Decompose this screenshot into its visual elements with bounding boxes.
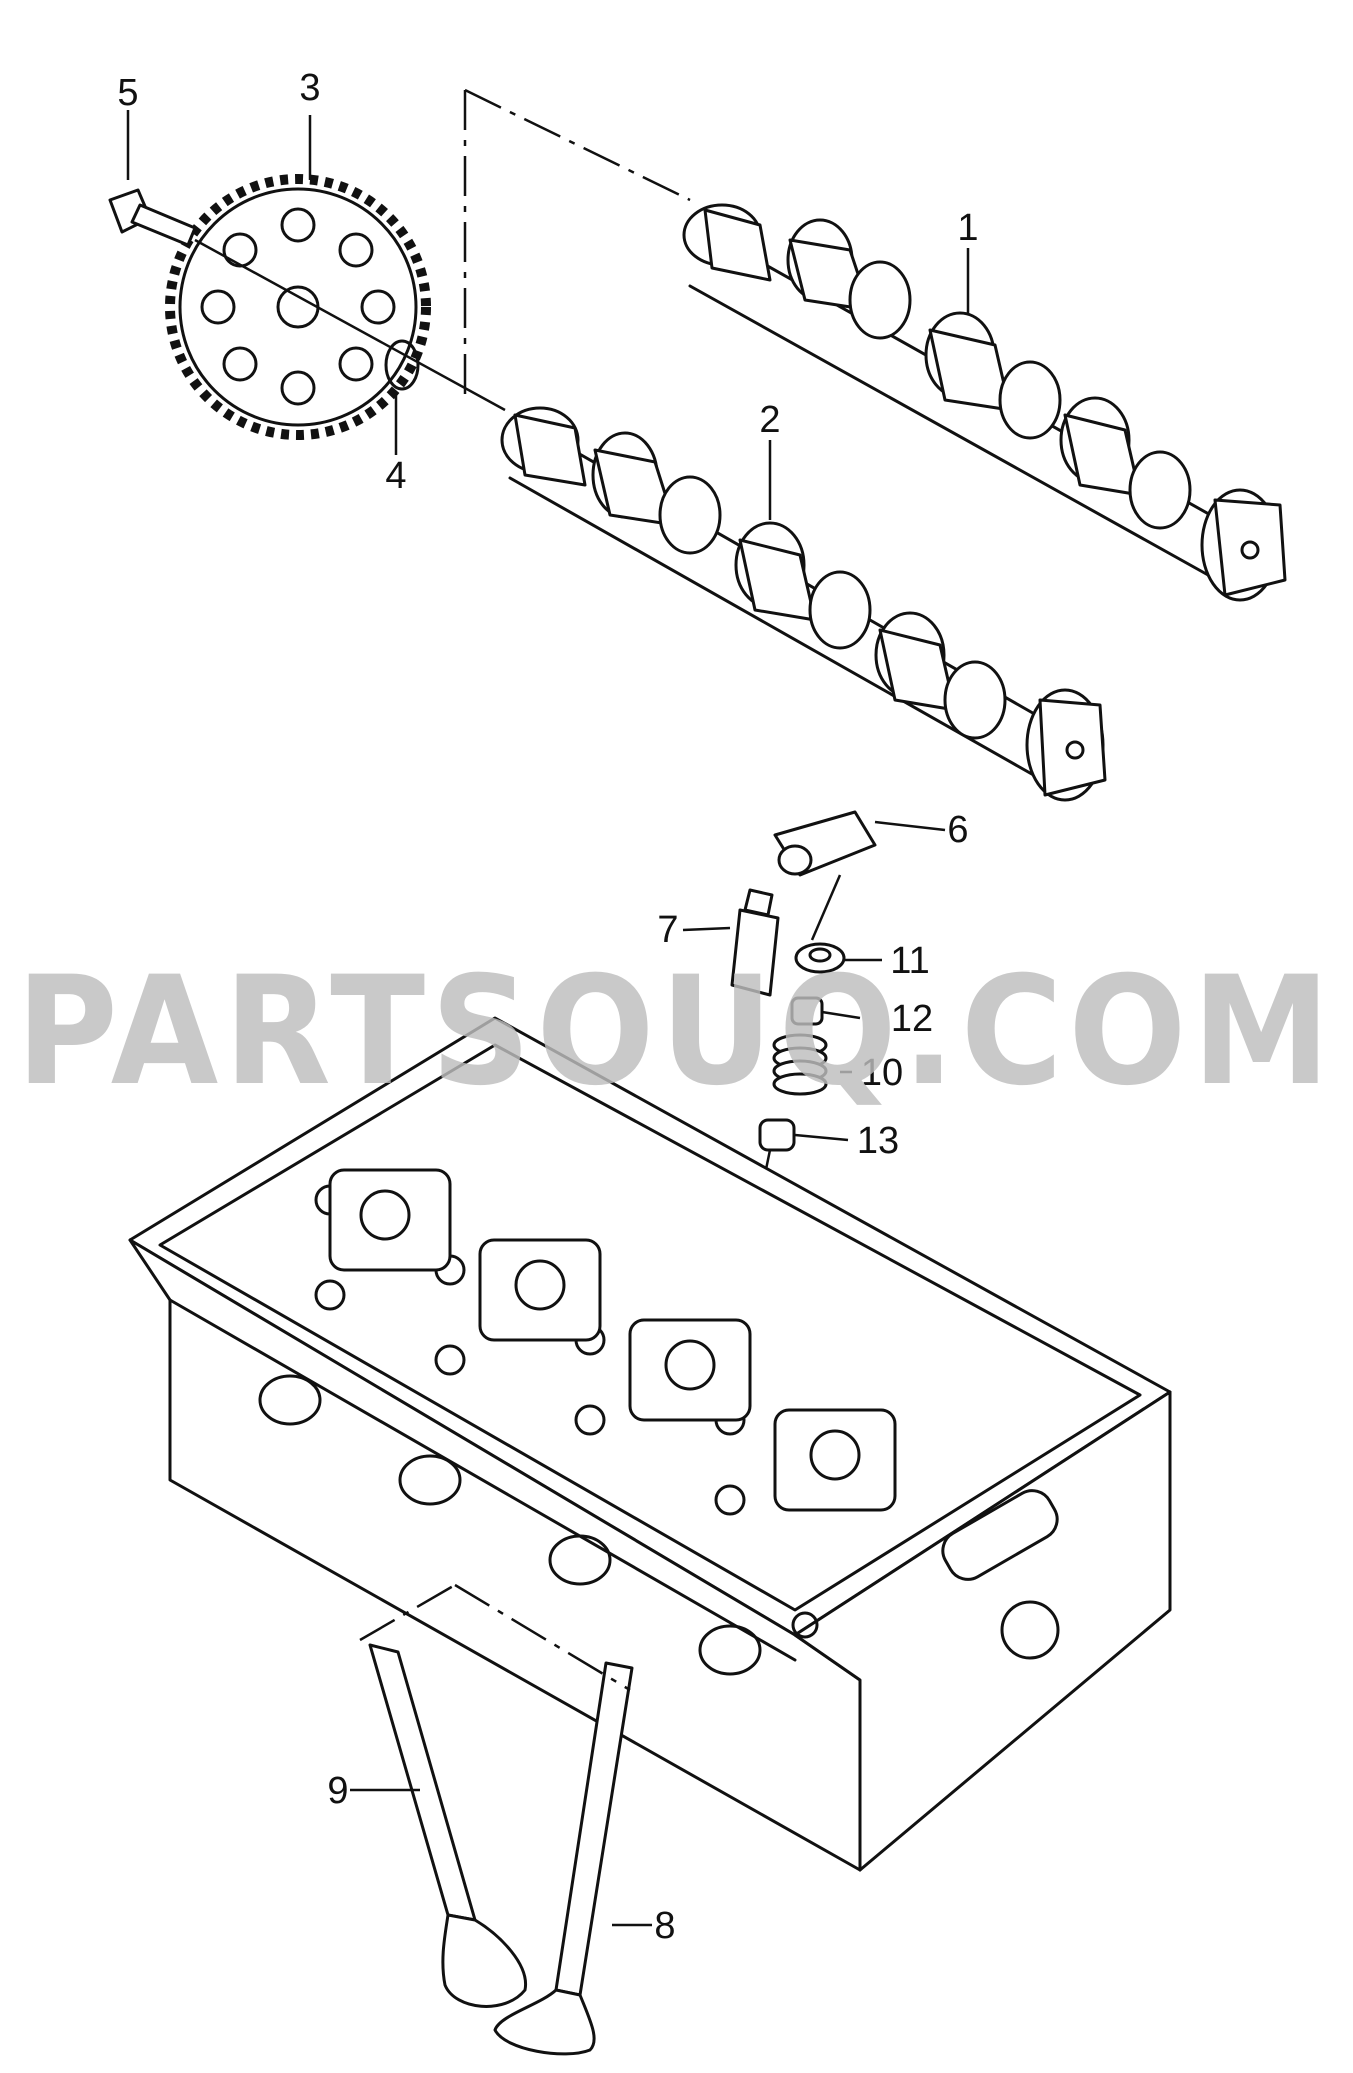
callout-8[interactable]: 8 — [654, 1905, 675, 1947]
callout-10[interactable]: 10 — [861, 1052, 903, 1094]
spring-retainer[interactable] — [790, 996, 824, 1026]
callout-11[interactable]: 11 — [890, 940, 929, 982]
callout-6[interactable]: 6 — [947, 809, 968, 851]
sprocket-bolt[interactable] — [108, 188, 197, 247]
callout-12[interactable]: 12 — [891, 998, 933, 1040]
watermark: PARTSOUQ.COM — [16, 945, 1336, 1119]
camshaft-upper[interactable] — [682, 203, 1287, 602]
callout-13[interactable]: 13 — [857, 1120, 899, 1162]
valve-spring[interactable] — [772, 1033, 828, 1096]
roller-rocker-arm[interactable] — [773, 810, 877, 877]
exhaust-valve[interactable] — [493, 1661, 634, 2056]
ring[interactable] — [384, 339, 420, 391]
callout-9[interactable]: 9 — [327, 1770, 348, 1812]
valve-stem-seal[interactable] — [758, 1118, 796, 1152]
camshaft-lower[interactable] — [500, 406, 1107, 802]
callout-5[interactable]: 5 — [117, 72, 138, 114]
valve-keeper[interactable] — [794, 942, 846, 974]
intake-valve[interactable] — [368, 1643, 527, 2008]
callout-7[interactable]: 7 — [657, 909, 678, 951]
callout-2[interactable]: 2 — [759, 399, 780, 441]
cylinder-head[interactable] — [128, 1016, 1172, 1872]
camshaft-sprocket[interactable] — [165, 174, 431, 440]
callout-1[interactable]: 1 — [957, 207, 978, 249]
hydraulic-lifter[interactable] — [730, 888, 780, 997]
callout-4[interactable]: 4 — [385, 455, 406, 497]
callout-3[interactable]: 3 — [299, 67, 320, 109]
